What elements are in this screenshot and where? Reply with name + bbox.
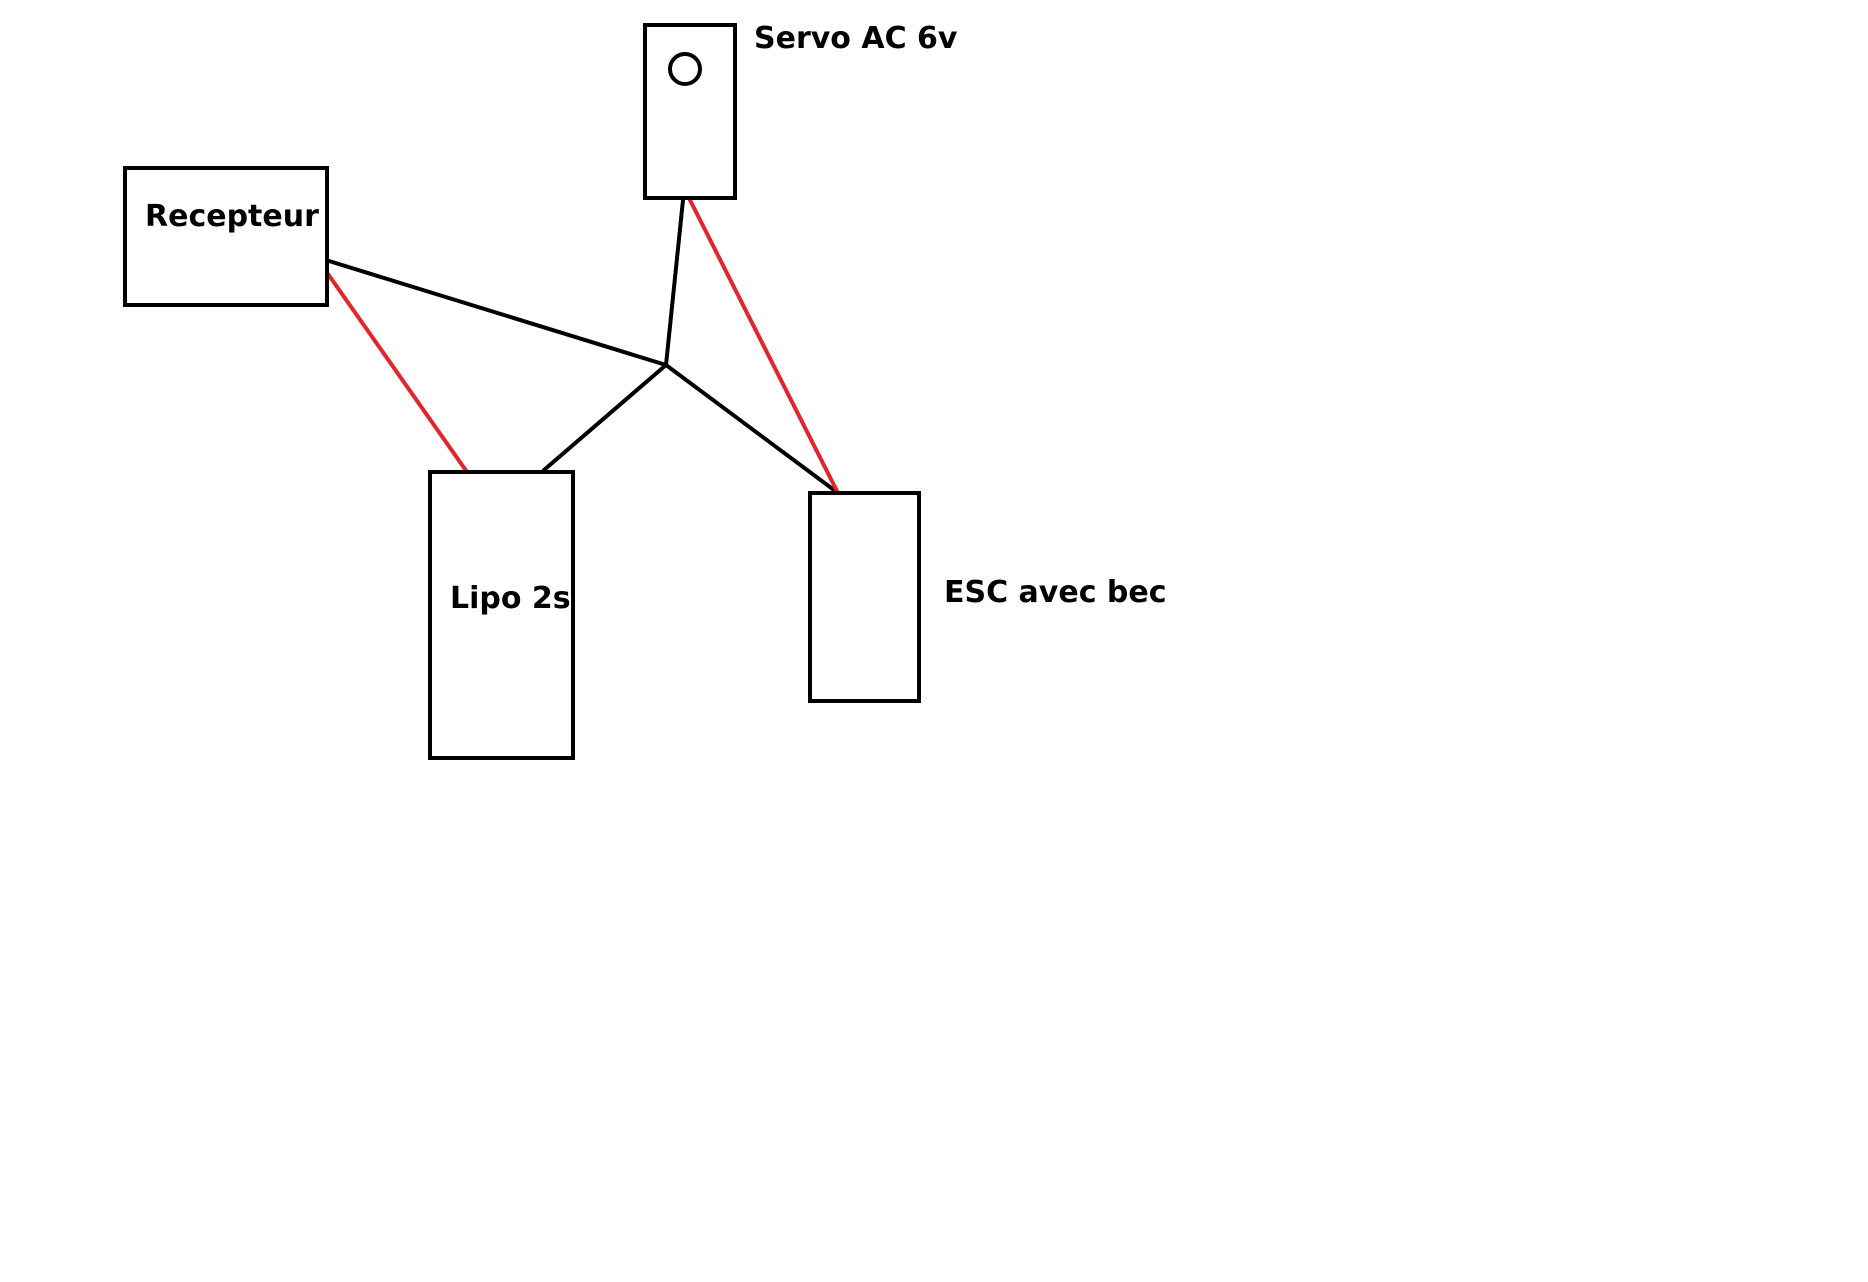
recepteur-label: Recepteur <box>145 199 319 234</box>
black-wire-esc-to-junction <box>664 363 840 495</box>
black-wire-servo-to-junction <box>664 198 685 367</box>
lipo-label: Lipo 2s <box>450 581 571 616</box>
servo-label: Servo AC 6v <box>754 21 958 56</box>
servo-box <box>643 23 737 200</box>
lipo-battery-box <box>428 470 575 760</box>
recepteur-box <box>123 166 329 307</box>
black-wire-lipo-to-junction <box>542 363 668 472</box>
red-wire-servo-to-esc <box>688 198 840 495</box>
black-wire-recepteur-to-junction <box>327 259 668 367</box>
esc-box <box>808 491 921 703</box>
esc-label: ESC avec bec <box>944 575 1167 610</box>
red-wire-recepteur-to-lipo <box>326 272 469 474</box>
servo-knob-icon <box>668 52 702 86</box>
